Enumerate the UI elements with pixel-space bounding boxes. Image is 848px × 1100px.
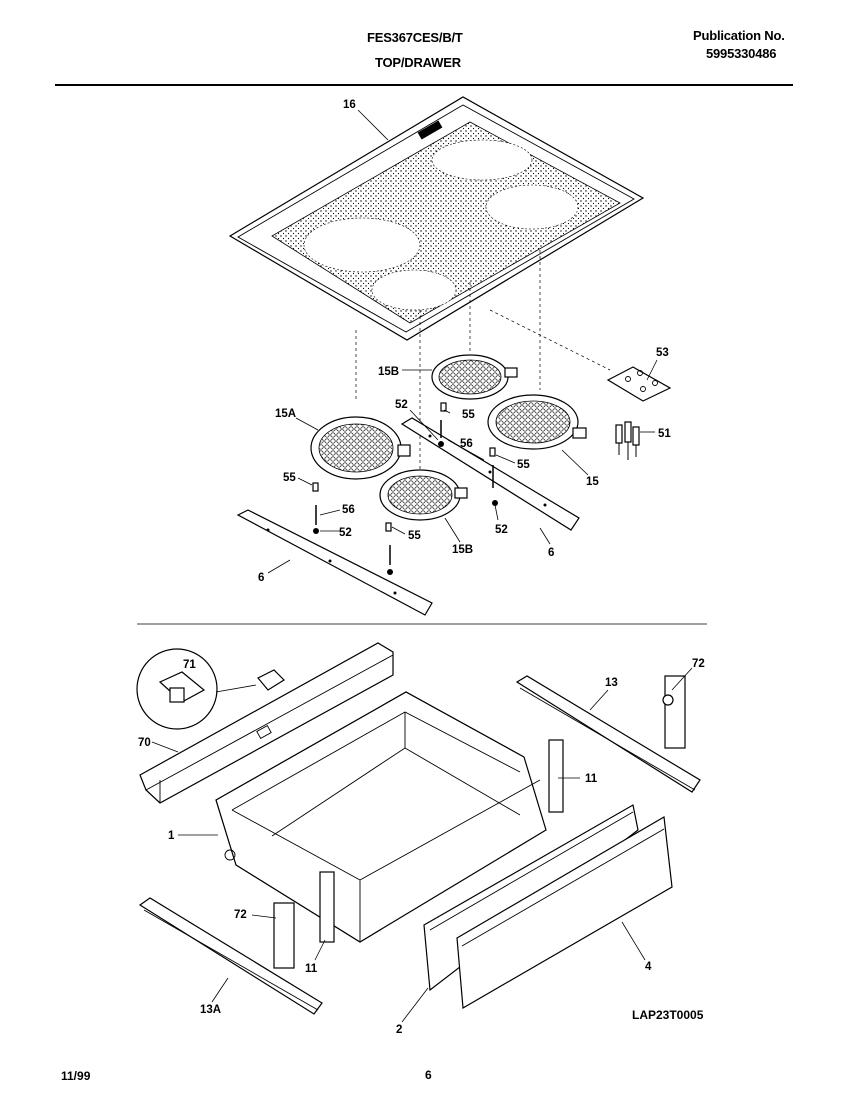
drawer-slide-13 [515,675,701,793]
fasteners [312,402,498,575]
drawer-rail-70 [139,642,394,804]
callout-55: 55 [462,409,475,421]
callout-13: 13 [605,677,618,689]
callout-15b-top: 15B [378,366,399,378]
callout-53: 53 [656,347,669,359]
callout-56: 56 [460,438,473,450]
callout-56: 56 [342,504,355,516]
element-bracket-left [236,509,433,616]
callout-71: 71 [183,659,196,671]
publication-number: 5995330486 [706,46,777,61]
alignment-lines [355,250,611,470]
surface-element-15b-rear [431,354,518,400]
detail-circle-71 [136,648,285,730]
leader-lines [151,109,693,1023]
callout-55: 55 [408,530,421,542]
model-number: FES367CES/B/T [367,30,463,45]
callout-6: 6 [548,547,554,559]
surface-element-15b-front [379,469,468,521]
callout-52: 52 [495,524,508,536]
callout-72: 72 [234,909,247,921]
drawer-roller-bracket-72-right [662,675,686,749]
wire-terminals [615,421,640,460]
callout-72: 72 [692,658,705,670]
callout-52: 52 [395,399,408,411]
drawer-slide-13a [138,897,323,1015]
callout-51: 51 [658,428,671,440]
callout-2: 2 [396,1024,402,1036]
drawing-code: LAP23T0005 [632,1008,704,1022]
callout-16: 16 [343,99,356,111]
callout-1: 1 [168,830,175,842]
drawer-guide-11-left [319,871,335,943]
callout-55: 55 [517,459,530,471]
callout-15b-bottom: 15B [452,544,473,556]
drawer-roller-bracket-72-left [273,902,295,969]
surface-element-15a-left [310,416,411,480]
section-title: TOP/DRAWER [375,55,461,70]
callout-6: 6 [258,572,264,584]
footer-date: 11/99 [61,1069,91,1083]
surface-element-15-right [487,394,587,450]
element-bracket-right [400,417,580,531]
callout-11: 11 [585,773,598,785]
publication-label: Publication No. [693,28,785,43]
callout-15: 15 [586,476,599,488]
cooktop-glass-top [228,96,645,341]
infinite-switch-plate [606,366,672,402]
callout-13a: 13A [200,1004,221,1016]
callout-4: 4 [645,961,652,973]
callout-70: 70 [138,737,151,749]
callout-11: 11 [305,963,318,975]
callout-55: 55 [283,472,296,484]
callout-52: 52 [339,527,352,539]
header-rule [55,84,793,86]
drawer-body [215,691,547,943]
callout-labels: 16 53 15B 52 55 15A 56 51 55 15 55 56 52… [138,99,705,1036]
callout-15a: 15A [275,408,296,420]
page-number: 6 [425,1068,432,1082]
drawer-front-4 [456,816,673,1009]
drawer-guide-11-right [548,739,564,813]
